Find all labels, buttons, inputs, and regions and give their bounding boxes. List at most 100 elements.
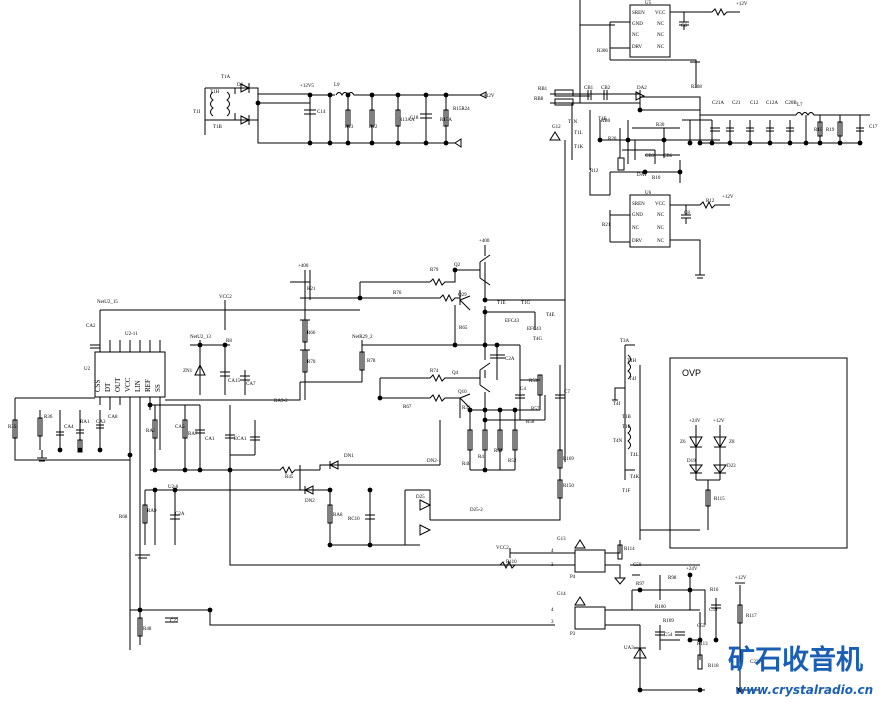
svg-text:C14: C14 (317, 110, 326, 115)
svg-text:R76: R76 (393, 291, 402, 296)
svg-text:CB6: CB6 (663, 154, 673, 159)
rail-12v-top-label: +12V (736, 2, 748, 7)
svg-text:R31: R31 (462, 406, 471, 411)
svg-text:CA15: CA15 (228, 379, 240, 384)
svg-text:ZN1: ZN1 (183, 369, 193, 374)
ovp-box (669, 357, 848, 549)
svg-text:R26: R26 (608, 137, 617, 142)
svg-text:C12A: C12A (766, 101, 778, 106)
svg-text:CB3: CB3 (645, 154, 655, 159)
svg-text:ECA1: ECA1 (234, 437, 247, 442)
svg-text:NC: NC (657, 45, 665, 50)
watermark: 矿石收音机 www.crystalradio.cn (728, 644, 873, 697)
svg-text:R98: R98 (668, 576, 677, 581)
svg-text:DRV: DRV (632, 239, 643, 244)
net-ra9-label: RA9-2 (274, 399, 288, 404)
svg-text:R12: R12 (590, 169, 599, 174)
svg-text:T1G: T1G (521, 301, 531, 306)
svg-text:R8: R8 (226, 339, 232, 344)
svg-text:NC: NC (632, 33, 640, 38)
svg-text:CB2: CB2 (601, 86, 611, 91)
svg-text:R10: R10 (652, 176, 661, 181)
svg-text:RA1: RA1 (80, 420, 90, 425)
svg-text:GND: GND (632, 213, 643, 218)
svg-text:Q4: Q4 (452, 371, 459, 376)
net-r29-label: NetR29_2 (352, 335, 373, 340)
net-dn2-label: DN2-1 (427, 459, 441, 464)
svg-text:CSS: CSS (94, 379, 102, 392)
rail-12v-ovp-label: +12V (713, 419, 725, 424)
svg-text:T1E: T1E (622, 425, 631, 430)
pwm-controller-u2: U2 CSS DT OUT VCC LIN REF SS NetU2_15 U2… (8, 295, 555, 566)
svg-text:T1N: T1N (568, 120, 578, 125)
rail-vcc2-b-label: VCC2 (496, 546, 509, 551)
rail-12v-u6-label: +12V (722, 195, 734, 200)
svg-text:C20B: C20B (785, 101, 797, 106)
svg-text:Q2: Q2 (454, 263, 461, 268)
rail-12v5-label: +12V5 (300, 84, 314, 89)
svg-text:R36: R36 (44, 415, 53, 420)
svg-text:C22: C22 (170, 619, 179, 624)
net-u2-15-label: NetU2_15 (97, 300, 118, 305)
svg-text:C22: C22 (750, 660, 759, 665)
svg-text:R19: R19 (826, 128, 835, 133)
svg-text:3: 3 (551, 563, 554, 568)
svg-text:R169: R169 (563, 457, 574, 462)
svg-text:D23: D23 (727, 464, 736, 469)
svg-text:RA8: RA8 (333, 513, 343, 518)
svg-text:R79: R79 (430, 268, 439, 273)
svg-text:R4: R4 (478, 455, 484, 460)
svg-text:DA2: DA2 (637, 86, 647, 91)
svg-text:R117: R117 (746, 614, 757, 619)
svg-text:G14: G14 (557, 592, 566, 597)
svg-text:R306: R306 (597, 49, 608, 54)
svg-text:OUT: OUT (114, 377, 122, 392)
svg-text:CA3: CA3 (96, 420, 106, 425)
svg-text:CA4: CA4 (64, 425, 74, 430)
svg-text:RB0: RB0 (601, 119, 611, 124)
svg-text:R15A: R15A (440, 118, 452, 123)
net-u2-13-label: NetU2_13 (190, 335, 211, 340)
svg-text:GND: GND (632, 22, 643, 27)
svg-text:RA7: RA7 (188, 432, 198, 437)
svg-text:Z6: Z6 (680, 440, 686, 445)
svg-text:D19: D19 (687, 459, 696, 464)
svg-text:T1B: T1B (622, 415, 632, 420)
watermark-url: www.crystalradio.cn (735, 683, 873, 697)
svg-text:4: 4 (551, 549, 554, 554)
svg-text:T1E: T1E (497, 301, 506, 306)
svg-text:CA2: CA2 (86, 324, 96, 329)
svg-text:C18: C18 (410, 116, 419, 121)
svg-text:RB1: RB1 (538, 87, 548, 92)
rail-vcc2-a-label: VCC2 (219, 295, 232, 300)
svg-text:R68: R68 (119, 515, 128, 520)
svg-text:U2: U2 (84, 367, 91, 372)
net-d25-label: D25-2 (470, 508, 483, 513)
svg-text:NC: NC (657, 22, 665, 27)
svg-text:R18: R18 (814, 128, 823, 133)
svg-text:CA5: CA5 (175, 425, 185, 430)
svg-text:R150: R150 (563, 484, 574, 489)
svg-text:Q10: Q10 (458, 390, 467, 395)
svg-text:SREN: SREN (632, 202, 645, 207)
svg-text:R21: R21 (602, 223, 611, 228)
svg-text:T1H: T1H (210, 90, 220, 95)
svg-text:R13: R13 (345, 125, 354, 130)
svg-text:LIN: LIN (134, 380, 142, 392)
svg-text:U5: U5 (645, 1, 652, 6)
svg-text:4: 4 (551, 608, 554, 613)
svg-text:NC: NC (632, 226, 640, 231)
svg-text:C8: C8 (684, 211, 690, 216)
svg-text:DN2: DN2 (305, 499, 315, 504)
svg-text:R15R24: R15R24 (453, 107, 470, 112)
rail-400-a-label: +400 (479, 239, 490, 244)
svg-text:C2A: C2A (505, 357, 515, 362)
svg-text:RA3: RA3 (146, 429, 156, 434)
svg-text:R308: R308 (691, 85, 702, 90)
svg-text:CA1: CA1 (205, 437, 215, 442)
